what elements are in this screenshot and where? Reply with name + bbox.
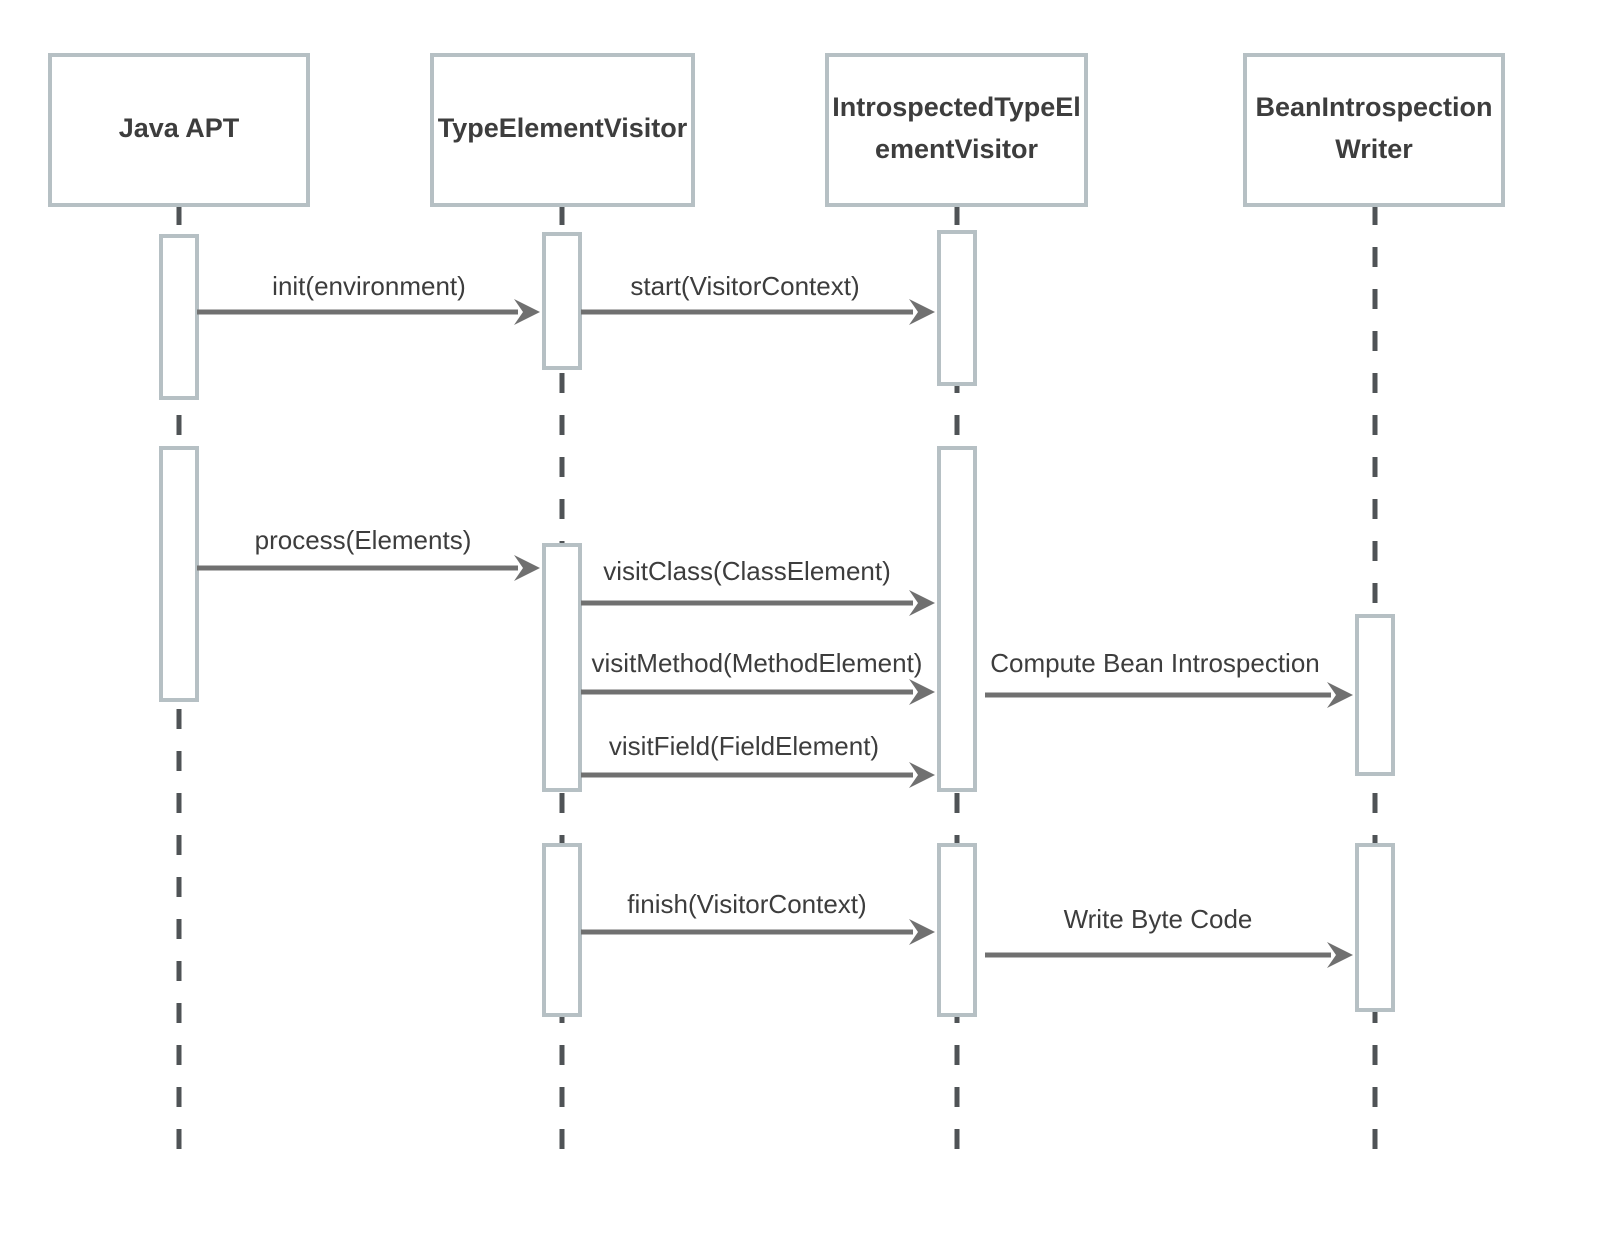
participant-introspected-type-element-visitor[interactable]: IntrospectedTypeEl ementVisitor [825,53,1088,207]
participant-box [430,53,695,207]
message-arrowhead-icon [1327,942,1353,968]
participant-box [48,53,310,207]
message-arrowhead-icon [1327,682,1353,708]
message-label: process(Elements) [255,525,472,555]
participant-label: TypeElementVisitor [438,113,688,143]
participant-box [1243,53,1505,207]
participant-box [825,53,1088,207]
message-msg-finish[interactable]: finish(VisitorContext) [581,889,935,945]
message-label: visitMethod(MethodElement) [592,648,923,678]
message-arrowhead-icon [909,919,935,945]
message-label: init(environment) [272,271,466,301]
activation-bar-type-element-visitor [542,543,582,792]
message-msg-init[interactable]: init(environment) [197,271,540,325]
participant-label: Writer [1335,134,1413,164]
message-arrowhead-icon [514,299,540,325]
activation-bar-bean-introspection-writer [1355,843,1395,1012]
message-arrowhead-icon [909,762,935,788]
message-label: Compute Bean Introspection [990,648,1320,678]
message-msg-visit-field[interactable]: visitField(FieldElement) [581,731,935,788]
message-label: finish(VisitorContext) [627,889,866,919]
participant-label: BeanIntrospection [1255,92,1492,122]
message-msg-visit-method[interactable]: visitMethod(MethodElement) [581,648,935,705]
participant-label: ementVisitor [875,134,1039,164]
message-msg-write-byte-code[interactable]: Write Byte Code [985,904,1353,968]
messages-layer: init(environment) start(VisitorContext) pr… [197,271,1353,968]
participant-type-element-visitor[interactable]: TypeElementVisitor [430,53,695,207]
message-arrowhead-icon [514,555,540,581]
activation-bar-type-element-visitor [542,843,582,1017]
participant-java-apt[interactable]: Java APT [48,53,310,207]
activation-bar-java-apt [159,446,199,702]
message-label: visitField(FieldElement) [609,731,879,761]
activation-bar-introspected-type-element-visitor [937,843,977,1017]
participants-layer: Java APT TypeElementVisitor IntrospectedTy… [48,53,1505,207]
activations-layer [159,230,1395,1017]
activation-bar-bean-introspection-writer [1355,614,1395,776]
activation-bar-type-element-visitor [542,232,582,370]
message-arrowhead-icon [909,679,935,705]
participant-label: Java APT [119,113,240,143]
activation-bar-introspected-type-element-visitor [937,230,977,386]
message-msg-start[interactable]: start(VisitorContext) [581,271,935,325]
activation-bar-java-apt [159,234,199,400]
participant-label: IntrospectedTypeEl [832,92,1081,122]
message-msg-process[interactable]: process(Elements) [197,525,540,581]
message-arrowhead-icon [909,590,935,616]
message-msg-compute-bean-introspection[interactable]: Compute Bean Introspection [985,648,1353,708]
activation-bar-introspected-type-element-visitor [937,446,977,792]
message-msg-visit-class[interactable]: visitClass(ClassElement) [581,556,935,616]
message-label: Write Byte Code [1064,904,1253,934]
message-label: visitClass(ClassElement) [603,556,891,586]
message-arrowhead-icon [909,299,935,325]
message-label: start(VisitorContext) [630,271,859,301]
